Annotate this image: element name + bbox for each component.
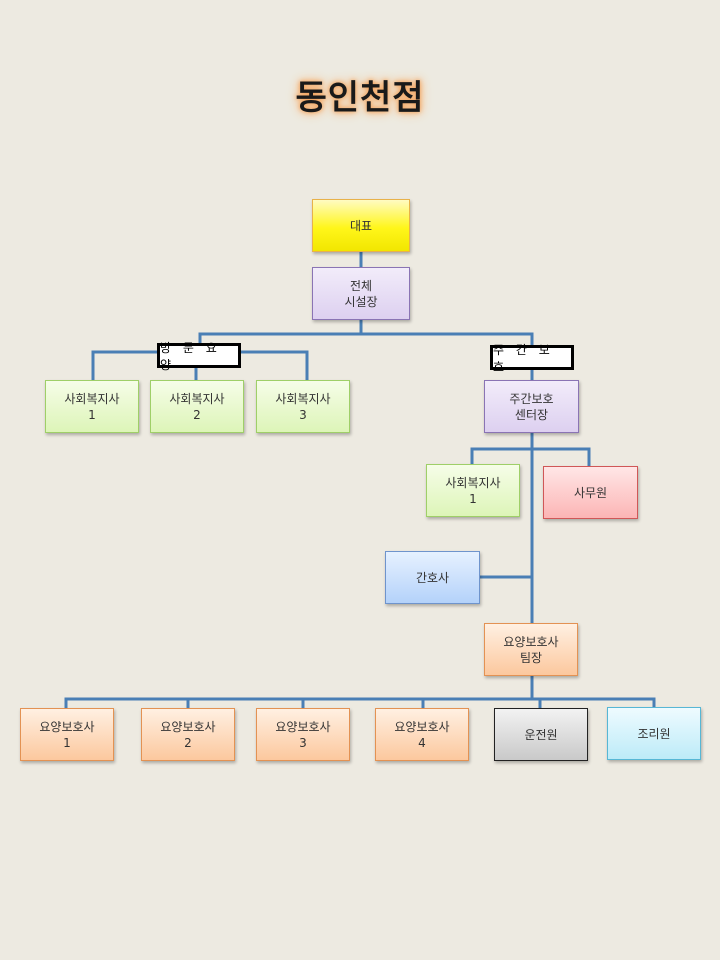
social-worker-3-box: 사회복지사 3: [256, 380, 350, 433]
caregiver-4-box: 요양보호사 4: [375, 708, 469, 761]
ceo-label: 대표: [349, 218, 373, 233]
driver-label: 운전원: [524, 727, 558, 742]
caregiver-3-number: 3: [299, 735, 307, 750]
social-worker-2-number: 2: [193, 407, 201, 422]
caregiver-lead-box: 요양보호사 팀장: [484, 623, 578, 676]
social-worker-2-box: 사회복지사 2: [150, 380, 244, 433]
nurse-box: 간호사: [385, 551, 480, 604]
caregiver-1-number: 1: [63, 735, 71, 750]
daycare-head-box: 주간보호 센터장: [484, 380, 579, 433]
caregiver-3-box: 요양보호사 3: [256, 708, 350, 761]
caregiver-lead-line1: 요양보호사: [503, 634, 559, 649]
day-care-tag-label: 주 간 보 호: [493, 342, 554, 374]
director-box: 전체 시설장: [312, 267, 410, 320]
office-clerk-box: 사무원: [543, 466, 638, 519]
chart-title: 동인천점: [295, 78, 425, 118]
ceo-box: 대표: [312, 199, 410, 252]
daycare-head-line1: 주간보호: [509, 391, 554, 406]
social-worker-1-box: 사회복지사 1: [45, 380, 139, 433]
driver-box: 운전원: [494, 708, 588, 761]
daycare-social-worker-box: 사회복지사 1: [426, 464, 520, 517]
caregiver-2-box: 요양보호사 2: [141, 708, 235, 761]
office-clerk-label: 사무원: [573, 485, 608, 500]
daycare-social-worker-title: 사회복지사: [445, 475, 501, 490]
caregiver-lead-line2: 팀장: [519, 650, 543, 665]
daycare-social-worker-number: 1: [469, 491, 477, 506]
day-care-tag: 주 간 보 호: [490, 343, 574, 374]
social-worker-1-number: 1: [88, 407, 96, 422]
social-worker-3-number: 3: [299, 407, 307, 422]
caregiver-3-title: 요양보호사: [275, 719, 331, 734]
director-label-line1: 전체: [349, 278, 373, 293]
visit-care-tag: 방 문 요 양: [157, 341, 241, 372]
caregiver-1-title: 요양보호사: [39, 719, 95, 734]
director-label-line2: 시설장: [344, 294, 378, 309]
visit-care-tag-label: 방 문 요 양: [160, 340, 221, 372]
daycare-head-line2: 센터장: [514, 407, 549, 422]
caregiver-2-title: 요양보호사: [160, 719, 216, 734]
caregiver-4-title: 요양보호사: [394, 719, 450, 734]
social-worker-3-title: 사회복지사: [275, 391, 331, 406]
social-worker-1-title: 사회복지사: [64, 391, 120, 406]
caregiver-1-box: 요양보호사 1: [20, 708, 114, 761]
caregiver-4-number: 4: [418, 735, 426, 750]
caregiver-2-number: 2: [184, 735, 192, 750]
nurse-label: 간호사: [415, 570, 450, 585]
social-worker-2-title: 사회복지사: [169, 391, 225, 406]
cook-label: 조리원: [637, 726, 671, 741]
cook-box: 조리원: [607, 707, 701, 760]
